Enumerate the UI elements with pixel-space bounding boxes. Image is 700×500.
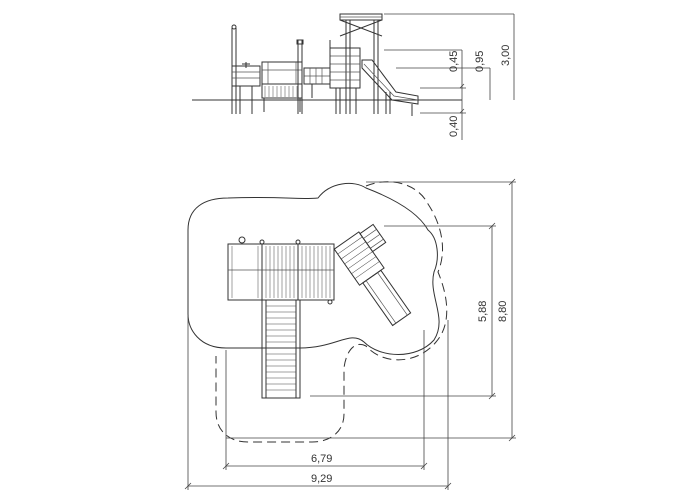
elevation-dim-d3: 3,00 xyxy=(500,45,512,66)
elevation-slide xyxy=(361,59,419,116)
plan-tower-and-slide xyxy=(333,223,412,327)
plan-dimension-lines xyxy=(184,178,516,490)
plan-dim-width-inner: 6,79 xyxy=(311,453,332,465)
elevation-middle-tower xyxy=(261,61,303,112)
plan-main-deck xyxy=(227,236,335,305)
elevation-left-platform xyxy=(231,62,261,114)
elevation-dim-d1: 0,45 xyxy=(448,51,460,72)
plan-view: 5,88 8,80 6,79 9,29 xyxy=(184,178,516,490)
safety-zone-outline xyxy=(187,182,440,355)
plan-dim-width-outer: 9,29 xyxy=(311,473,332,485)
plan-dim-depth-inner: 5,88 xyxy=(477,301,489,322)
plan-ramp xyxy=(261,299,301,399)
elevation-dim-d4: 0,40 xyxy=(448,116,460,137)
plan-dim-depth-outer: 8,80 xyxy=(497,301,509,322)
free-space-dashed xyxy=(215,181,448,443)
elevation-view: 0,45 0,95 3,00 0,40 xyxy=(192,13,515,140)
elevation-bridge xyxy=(303,67,331,98)
elevation-roof-tower xyxy=(329,13,383,114)
elevation-dim-d2: 0,95 xyxy=(474,51,486,72)
elevation-dimension-lines xyxy=(384,13,515,140)
